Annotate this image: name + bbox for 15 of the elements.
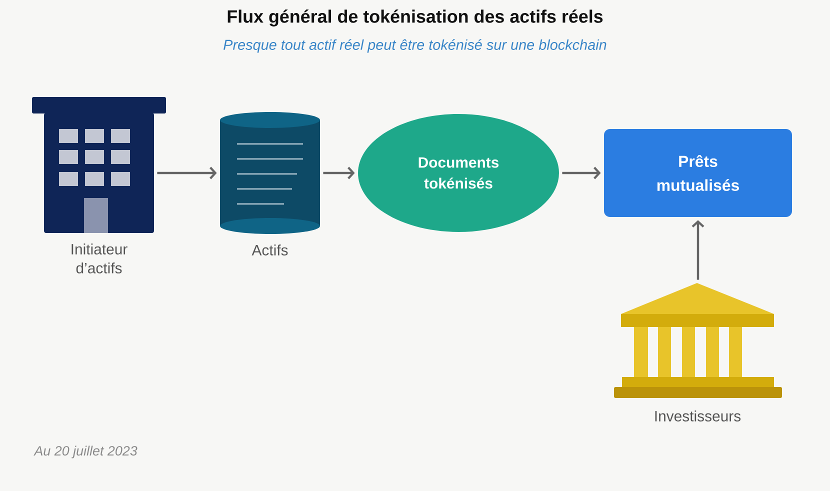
arrow (692, 220, 704, 280)
office-building-icon (32, 96, 166, 233)
title: Flux général de tokénisation des actifs réels (228, 10, 603, 26)
subtitle: Presque tout actif réel peut être tokénisé sur une blockchain (224, 39, 606, 53)
node-caption: Initiateur d’actifs (72, 244, 128, 274)
ellipse-node: Documents tokénisés (358, 114, 559, 232)
arrow (157, 166, 217, 180)
node-caption: Investisseurs (655, 410, 741, 422)
bank-building-icon (614, 282, 782, 398)
node-caption: Actifs (252, 244, 288, 256)
arrow (562, 166, 601, 180)
database-cylinder (220, 112, 320, 234)
process-box: Prêts mutualisés (604, 128, 792, 217)
arrow (323, 166, 355, 180)
date-note: Au 20 juillet 2023 (34, 446, 138, 458)
